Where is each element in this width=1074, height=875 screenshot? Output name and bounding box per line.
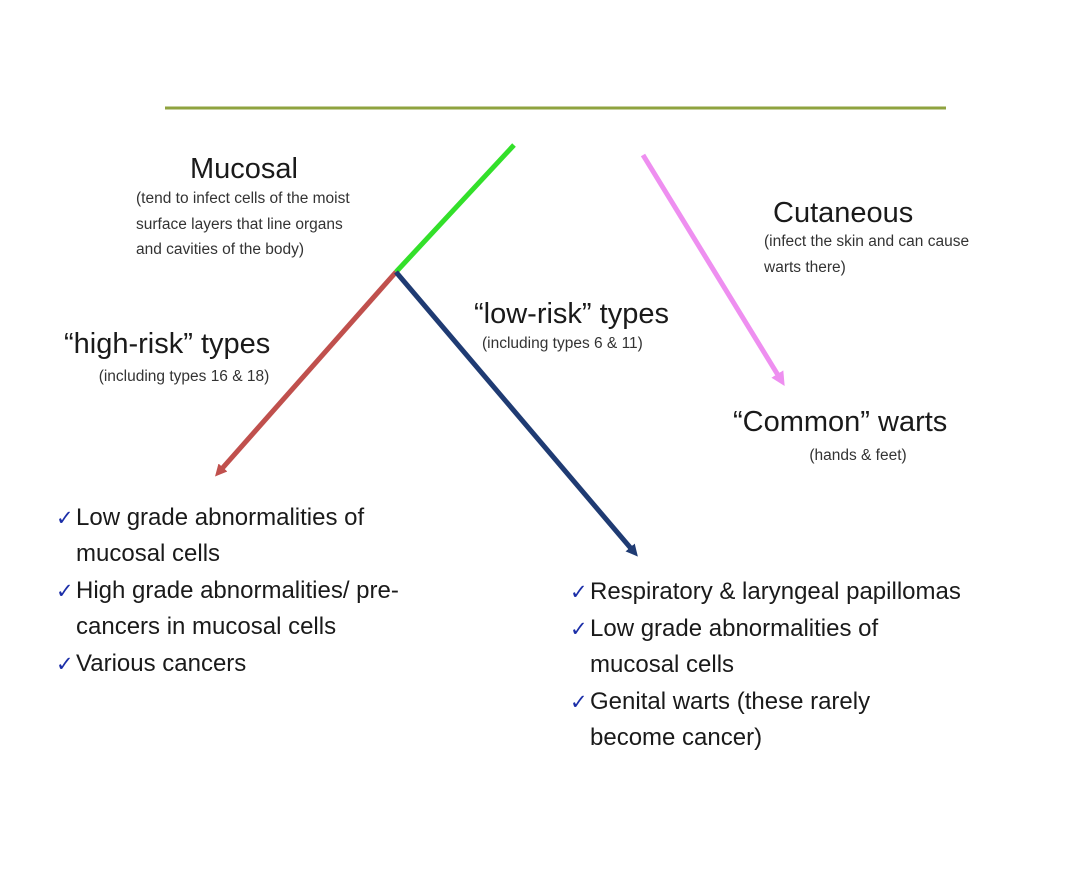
check-icon: ✓ <box>56 652 74 676</box>
high-risk-outcomes: ✓ Low grade abnormalities of mucosal cel… <box>56 500 436 683</box>
check-icon: ✓ <box>570 690 588 714</box>
outcome-text: Low grade abnormalities of mucosal cells <box>76 504 365 567</box>
list-item: ✓ Low grade abnormalities of mucosal cel… <box>570 611 1040 683</box>
mucosal-title: Mucosal <box>190 153 298 185</box>
list-item: ✓ High grade abnormalities/ pre-cancers … <box>56 573 436 645</box>
mucosal-description: (tend to infect cells of the moist surfa… <box>136 190 350 258</box>
check-icon: ✓ <box>56 579 74 603</box>
high-risk-title: “high-risk” types <box>64 328 271 360</box>
check-icon: ✓ <box>570 617 588 641</box>
list-item: ✓ Respiratory & laryngeal papillomas <box>570 574 1040 610</box>
check-icon: ✓ <box>56 506 74 530</box>
high-risk-arrow <box>215 270 398 477</box>
common-warts-subtitle: (hands & feet) <box>809 447 907 464</box>
cutaneous-arrow <box>640 153 785 386</box>
cutaneous-title: Cutaneous <box>773 197 914 229</box>
outcome-text: Various cancers <box>76 650 247 677</box>
low-risk-title: “low-risk” types <box>474 298 669 330</box>
outcome-text: Low grade abnormalities of mucosal cells <box>590 615 879 678</box>
list-item: ✓ Genital warts (these rarely become can… <box>570 684 1040 756</box>
low-risk-subtitle: (including types 6 & 11) <box>482 335 643 352</box>
list-item: ✓ Low grade abnormalities of mucosal cel… <box>56 500 436 572</box>
check-icon: ✓ <box>570 580 588 604</box>
outcome-text: Genital warts (these rarely become cance… <box>590 688 871 751</box>
low-risk-outcomes: ✓ Respiratory & laryngeal papillomas ✓ L… <box>570 574 1040 757</box>
mucosal-branch-line <box>394 143 516 274</box>
cutaneous-description: (infect the skin and can cause warts the… <box>764 233 970 276</box>
outcome-text: Respiratory & laryngeal papillomas <box>590 578 961 605</box>
low-risk-arrow <box>394 270 638 557</box>
common-warts-title: “Common” warts <box>733 406 948 438</box>
outcome-text: High grade abnormalities/ pre-cancers in… <box>76 577 399 640</box>
high-risk-subtitle: (including types 16 & 18) <box>98 368 270 385</box>
list-item: ✓ Various cancers <box>56 646 436 682</box>
